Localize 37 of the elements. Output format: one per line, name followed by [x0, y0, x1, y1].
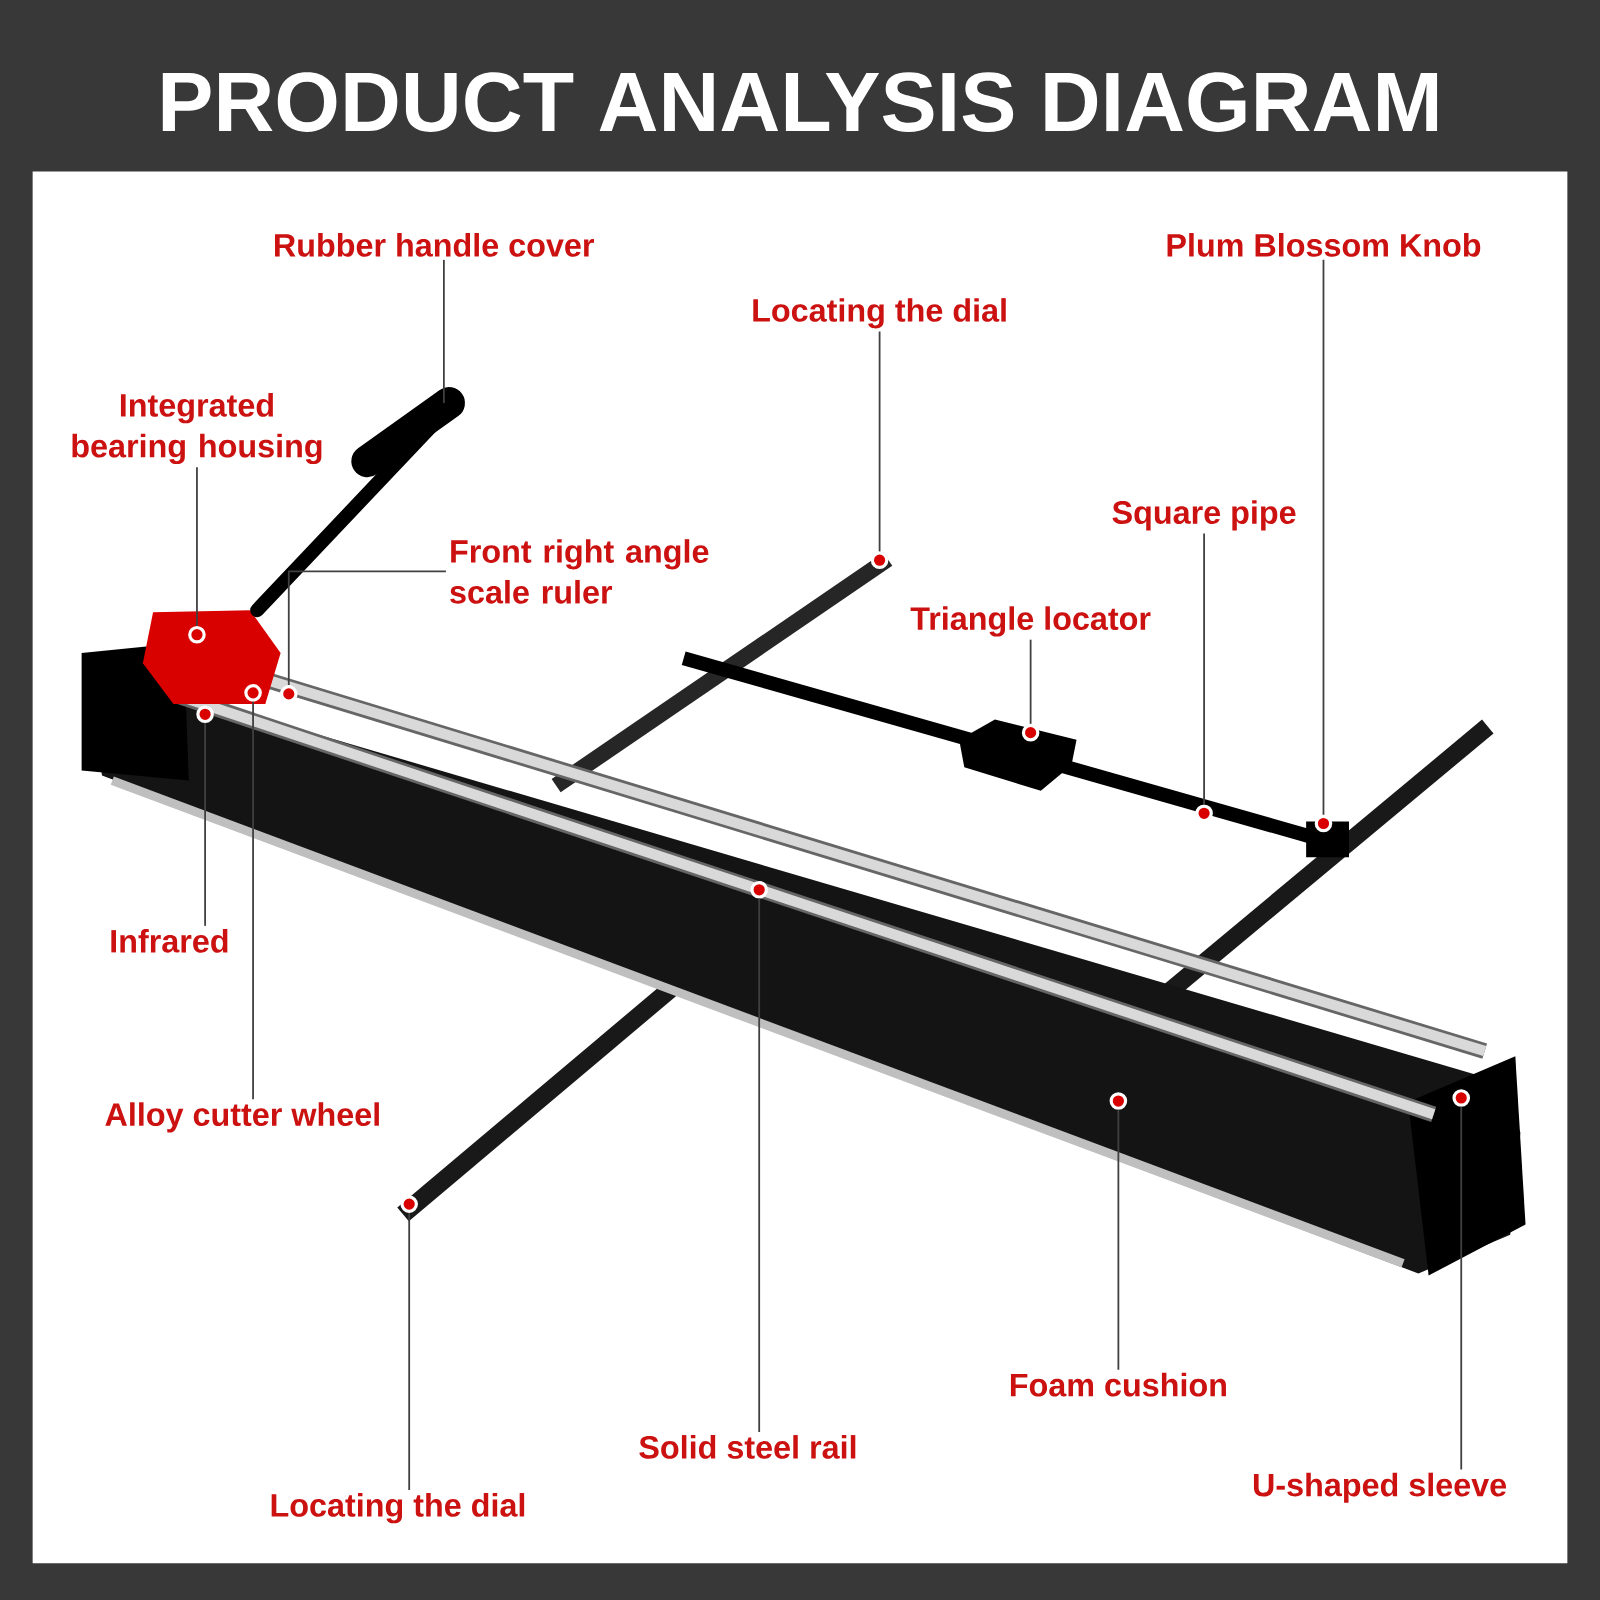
marker-dot — [1021, 723, 1040, 742]
marker-dot — [279, 685, 298, 703]
title: PRODUCT ANALYSIS DIAGRAM — [162, 72, 1438, 132]
marker-dot — [400, 1195, 418, 1213]
leader-line — [1203, 532, 1205, 806]
part-label: U-shaped sleeve — [1253, 1472, 1507, 1503]
part-label: Alloy cutter wheel — [105, 1102, 379, 1133]
part-label: Foam cushion — [1010, 1372, 1226, 1397]
part-label: Plum Blossom Knob — [1167, 233, 1481, 257]
part-label: Square pipe — [1112, 500, 1296, 531]
part-label: Rubber handle cover — [275, 233, 594, 257]
marker-dot — [870, 551, 889, 569]
leader-line — [758, 897, 761, 1433]
part-label: Solid steel rail — [639, 1435, 856, 1459]
part-label: Locating the dial — [271, 1493, 525, 1524]
leader-line — [196, 466, 198, 627]
part-label: Infrared — [111, 928, 228, 953]
marker-dot — [188, 625, 206, 644]
part-label: Triangle locator — [910, 606, 1151, 637]
marker-dot — [196, 705, 214, 724]
leader-line — [1029, 638, 1032, 725]
leader-line — [1460, 1105, 1463, 1471]
leader-line — [878, 330, 881, 553]
part-label: Front right angle scale ruler — [450, 539, 709, 604]
leader-line — [252, 700, 254, 1101]
marker-dot — [1452, 1089, 1471, 1107]
part-label: Locating the dial — [753, 298, 1006, 329]
marker-dot — [750, 881, 768, 899]
leader-line — [443, 258, 445, 404]
leader-line — [408, 1212, 411, 1491]
part-label: Integrated bearing housing — [72, 393, 322, 465]
leader-line — [204, 722, 206, 927]
marker-dot — [244, 684, 262, 702]
marker-dot — [1109, 1092, 1128, 1110]
leader-line — [1322, 258, 1325, 816]
leader-line — [287, 570, 447, 686]
leader-line — [1117, 1108, 1120, 1371]
